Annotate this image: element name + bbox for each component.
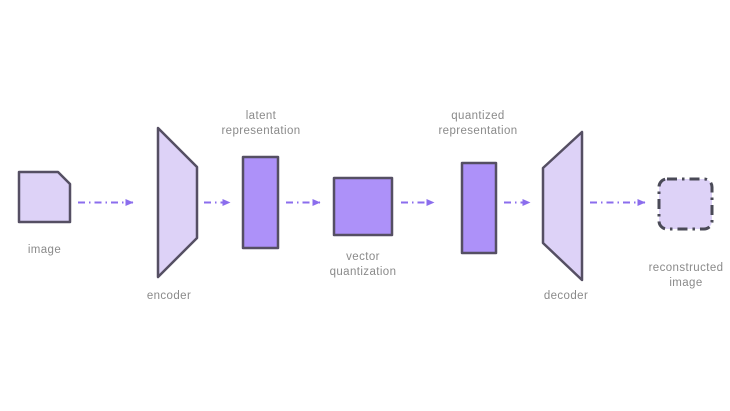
node-reconstructed-image-shape	[657, 177, 714, 231]
label-quantized-line1: quantized	[451, 110, 504, 122]
label-vector-quantization-line2: quantization	[330, 266, 397, 278]
node-decoder-shape	[541, 130, 584, 282]
label-reconstructed-line2: image	[669, 277, 702, 289]
node-vector-quantization-shape	[332, 176, 394, 237]
label-image: image	[28, 244, 61, 256]
label-encoder: encoder	[147, 290, 191, 302]
label-reconstructed-line1: reconstructed	[649, 262, 724, 274]
label-latent-line1: latent	[246, 110, 277, 122]
node-image-shape	[17, 170, 72, 224]
label-decoder: decoder	[544, 290, 588, 302]
node-latent-representation-shape	[241, 155, 280, 250]
label-vector-quantization-line1: vector	[346, 251, 380, 263]
node-quantized-representation-shape	[460, 161, 498, 255]
node-encoder-shape	[156, 126, 199, 279]
label-latent-line2: representation	[221, 125, 300, 137]
label-quantized-line2: representation	[438, 125, 517, 137]
